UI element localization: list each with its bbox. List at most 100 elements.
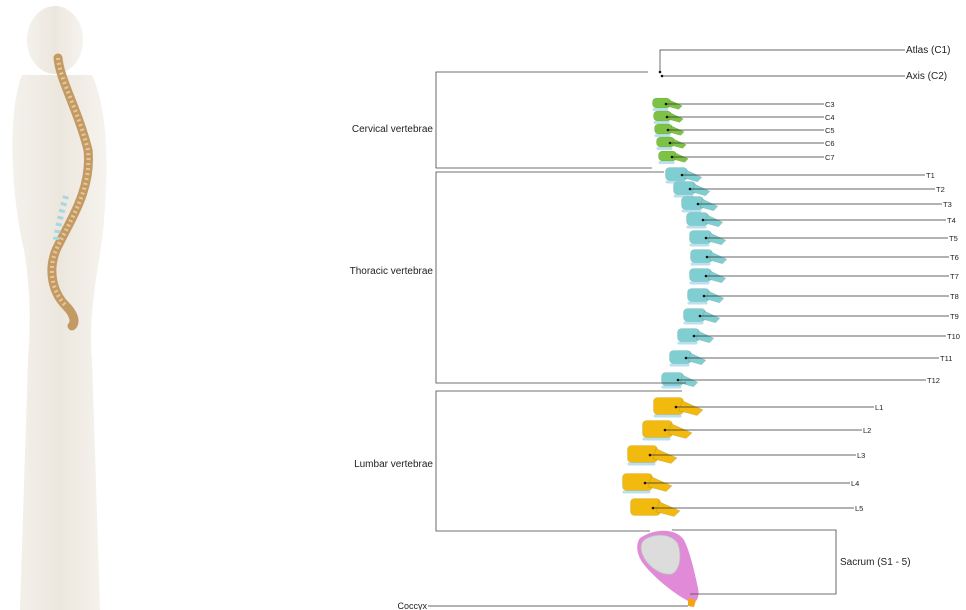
disc-below-t9 — [684, 322, 704, 325]
label-t6: T6 — [950, 253, 959, 262]
disc-below-l2 — [643, 438, 671, 441]
thoracic-vertebrae-shapes — [662, 168, 727, 387]
dot-t5 — [705, 237, 708, 240]
dot-l4 — [644, 482, 647, 485]
vertebra-c5-process — [670, 126, 684, 135]
vertebra-t1-body — [666, 168, 688, 181]
disc-below-t11 — [670, 364, 690, 367]
label-t9: T9 — [950, 312, 959, 321]
label-t12: T12 — [927, 376, 940, 385]
dot-l1 — [675, 406, 678, 409]
label-c5: C5 — [825, 126, 835, 135]
vertebra-t8-process — [706, 291, 724, 303]
disc-below-c5 — [655, 134, 671, 137]
vertebra-t4-process — [705, 215, 723, 227]
atlas-leader — [660, 50, 905, 72]
cervical-region-label: Cervical vertebrae — [352, 124, 434, 135]
vertebra-c6-process — [672, 139, 686, 148]
dot-t8 — [703, 295, 706, 298]
vertebra-c3-process — [668, 100, 682, 109]
dot-t12 — [677, 379, 680, 382]
dot-l2 — [664, 429, 667, 432]
vertebra-t3-process — [700, 199, 718, 211]
dot-t3 — [697, 203, 700, 206]
vertebra-t2-process — [692, 184, 710, 196]
vertebra-t6-body — [691, 250, 713, 263]
vertebra-t7-body — [690, 269, 712, 282]
dot-t1 — [681, 174, 684, 177]
label-l1: L1 — [875, 403, 883, 412]
coccyx-label: Coccyx — [397, 601, 427, 610]
cervical-bracket — [436, 72, 652, 168]
vertebra-l3-body — [628, 446, 658, 463]
dot-t10 — [693, 335, 696, 338]
disc-below-t4 — [687, 226, 707, 229]
vertebra-t1-process — [684, 170, 702, 182]
disc-below-c7 — [659, 161, 675, 164]
thoracic-bracket — [436, 172, 686, 383]
label-t4: T4 — [947, 216, 956, 225]
vertebra-t9-body — [684, 309, 706, 322]
vertebra-l5-body — [631, 499, 661, 516]
label-l5: L5 — [855, 504, 863, 513]
disc-below-t3 — [682, 210, 702, 213]
vertebra-t10-process — [696, 331, 714, 343]
atlas-dot — [659, 71, 662, 74]
dot-c5 — [667, 129, 670, 132]
dot-c7 — [671, 156, 674, 159]
vertebra-t10-body — [678, 329, 700, 342]
dot-l5 — [652, 507, 655, 510]
vertebra-t11-process — [688, 353, 706, 365]
dot-t2 — [689, 188, 692, 191]
vertebra-t12-process — [680, 375, 698, 387]
vertebra-c4-process — [669, 113, 683, 122]
vertebra-t2-body — [674, 182, 696, 195]
label-l4: L4 — [851, 479, 859, 488]
label-t2: T2 — [936, 185, 945, 194]
disc-below-t7 — [690, 282, 710, 285]
label-t1: T1 — [926, 171, 935, 180]
label-t10: T10 — [947, 332, 960, 341]
disc-below-c3 — [653, 108, 669, 111]
label-t3: T3 — [943, 200, 952, 209]
lumbar-region-label: Lumbar vertebrae — [354, 459, 433, 470]
label-t7: T7 — [950, 272, 959, 281]
vertebra-t4-body — [687, 213, 709, 226]
body-silhouette-thumbnail — [12, 6, 106, 610]
disc-below-t12 — [662, 386, 682, 389]
label-l3: L3 — [857, 451, 865, 460]
vertebra-t12-body — [662, 373, 684, 386]
label-t8: T8 — [950, 292, 959, 301]
label-l2: L2 — [863, 426, 871, 435]
vertebra-t5-body — [690, 231, 712, 244]
axis-label: Axis (C2) — [906, 71, 947, 82]
dot-t9 — [699, 315, 702, 318]
vertebra-l4-body — [623, 474, 653, 491]
dot-c4 — [666, 116, 669, 119]
label-c4: C4 — [825, 113, 835, 122]
vertebra-l2-body — [643, 421, 673, 438]
label-t5: T5 — [949, 234, 958, 243]
vertebra-t8-body — [688, 289, 710, 302]
disc-below-t5 — [690, 244, 710, 247]
vertebra-t9-process — [702, 311, 720, 323]
label-t11: T11 — [940, 354, 952, 363]
disc-below-t6 — [691, 263, 711, 266]
sacrum-label: Sacrum (S1 - 5) — [840, 557, 911, 568]
dot-t11 — [685, 357, 688, 360]
label-c7: C7 — [825, 153, 835, 162]
atlas-label: Atlas (C1) — [906, 45, 950, 56]
dot-c3 — [665, 103, 668, 106]
vertebra-t7-process — [708, 271, 726, 283]
disc-below-l4 — [623, 491, 651, 494]
disc-below-l1 — [654, 415, 682, 418]
vertebra-t3-body — [682, 197, 704, 210]
axis-dot — [661, 75, 664, 78]
sacrum-face — [641, 535, 680, 574]
vertebra-t11-body — [670, 351, 692, 364]
thoracic-region-label: Thoracic vertebrae — [350, 266, 434, 277]
disc-below-t8 — [688, 302, 708, 305]
vertebra-t5-process — [708, 233, 726, 245]
